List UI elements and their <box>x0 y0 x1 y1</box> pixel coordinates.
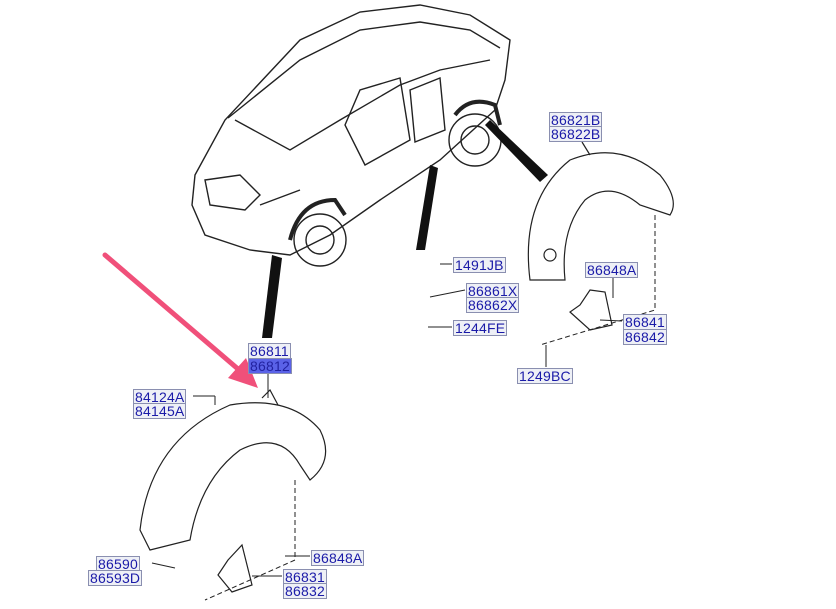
part-label-84145a[interactable]: 84145A <box>133 403 187 419</box>
part-label-86822b[interactable]: 86822B <box>549 126 603 142</box>
part-label-86811[interactable]: 86811 <box>248 343 291 359</box>
part-label-86848a-rear[interactable]: 86848A <box>585 262 639 278</box>
part-label-86848a-front[interactable]: 86848A <box>311 550 365 566</box>
car-illustration <box>191 4 511 267</box>
dashed-leaders <box>204 215 656 601</box>
part-label-86593d[interactable]: 86593D <box>88 570 143 586</box>
part-label-86812-highlighted[interactable]: 86812 <box>248 358 292 374</box>
part-label-86842[interactable]: 86842 <box>623 329 667 345</box>
leader-wedges <box>262 120 548 338</box>
solid-leaders <box>151 263 623 577</box>
pink-arrow <box>102 252 258 388</box>
rear-mud-guard <box>569 289 613 331</box>
part-label-1249bc[interactable]: 1249BC <box>517 368 573 384</box>
part-label-86832[interactable]: 86832 <box>283 583 327 599</box>
part-label-1491jb[interactable]: 1491JB <box>453 257 506 273</box>
part-label-86590[interactable]: 86590 <box>96 556 140 572</box>
part-label-1244fe[interactable]: 1244FE <box>453 320 508 336</box>
part-label-86841[interactable]: 86841 <box>623 314 667 330</box>
rear-wheel-guard <box>527 141 674 281</box>
front-wheel-guard <box>139 389 327 551</box>
part-label-86862x[interactable]: 86862X <box>466 297 520 313</box>
front-mud-guard <box>217 543 253 593</box>
